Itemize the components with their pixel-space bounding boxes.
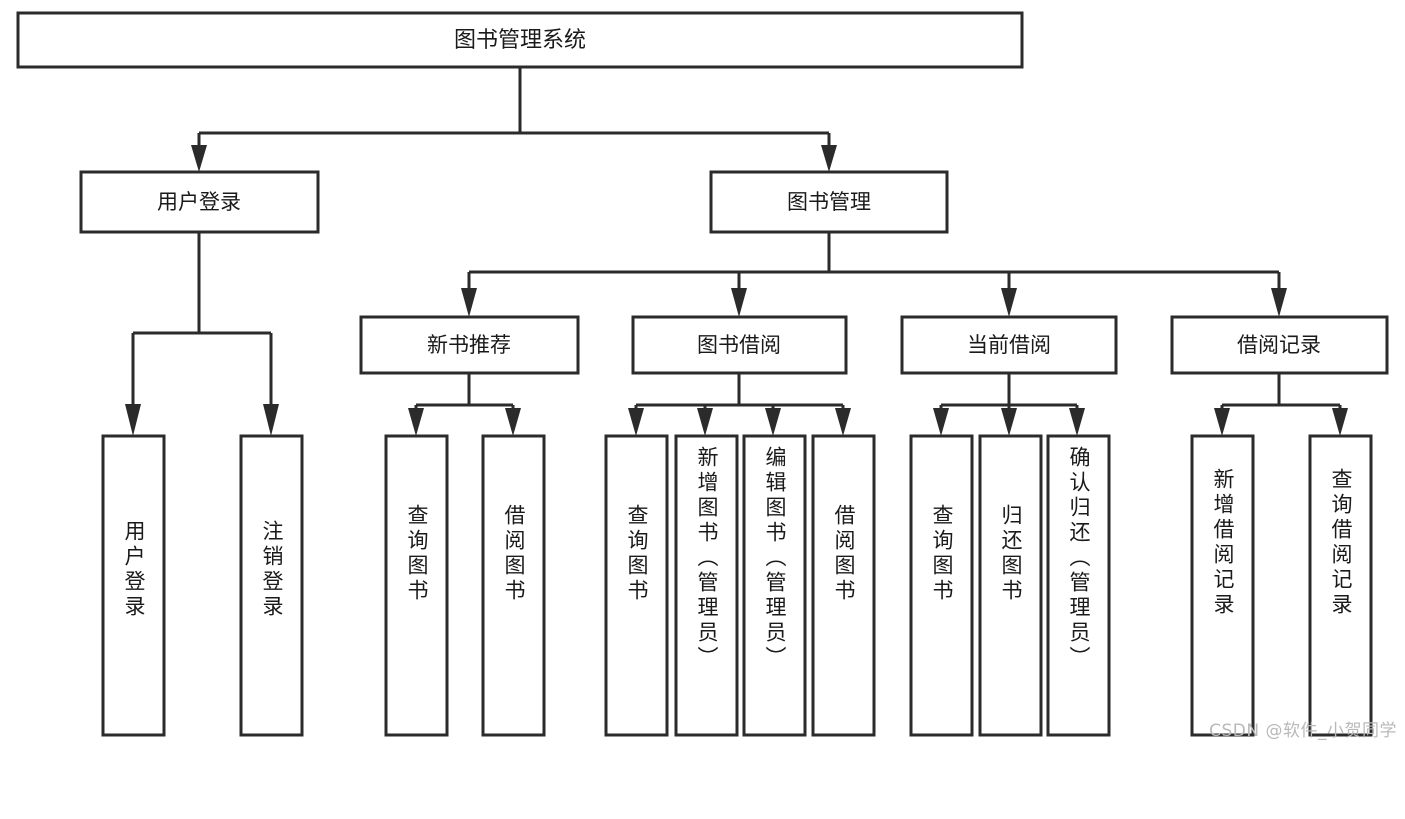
arrow-leaf-add-book bbox=[697, 408, 713, 436]
arrow-leaf-confirm-return bbox=[1069, 408, 1085, 436]
node-book-management-label: 图书管理 bbox=[787, 190, 871, 214]
leaf-query-record-box[interactable] bbox=[1308, 434, 1373, 737]
node-root-box[interactable] bbox=[16, 11, 1024, 69]
arrow-leaf-add-record bbox=[1214, 408, 1230, 436]
arrow-leaf-query-book-2 bbox=[628, 408, 644, 436]
node-book-borrow-box[interactable] bbox=[631, 315, 848, 375]
flowchart-canvas: 图书管理系统 用户登录 图书管理 新书推荐 图书借阅 当前借阅 借阅记录 bbox=[16, 11, 1397, 741]
leaf-add-record-box[interactable] bbox=[1190, 434, 1255, 737]
arrow-to-current-borrow bbox=[1001, 288, 1017, 317]
node-book-management[interactable]: 图书管理 bbox=[709, 170, 949, 234]
arrow-to-borrow-record bbox=[1271, 288, 1287, 317]
node-user-login-label: 用户登录 bbox=[157, 190, 241, 214]
leaf-return-book-box[interactable] bbox=[978, 434, 1043, 737]
node-user-login-box[interactable] bbox=[79, 170, 320, 234]
leaf-user-login-box[interactable] bbox=[101, 434, 166, 737]
arrow-leaf-borrow-book-2 bbox=[835, 408, 851, 436]
node-new-book-recommend-box[interactable] bbox=[359, 315, 580, 375]
csdn-watermark: CSDN @软件_小贺同学 bbox=[1209, 721, 1397, 741]
leaf-query-book-1-box[interactable] bbox=[384, 434, 449, 737]
arrow-leaf-user-logout bbox=[263, 404, 279, 436]
node-borrow-record-label: 借阅记录 bbox=[1237, 333, 1321, 357]
node-book-management-box[interactable] bbox=[709, 170, 949, 234]
tree-diagram-svg: 图书管理系统 用户登录 图书管理 新书推荐 图书借阅 当前借阅 借阅记录 bbox=[16, 11, 1389, 737]
node-borrow-record-box[interactable] bbox=[1170, 315, 1389, 375]
leaf-borrow-book-2-box[interactable] bbox=[811, 434, 876, 737]
leaf-add-book-box[interactable] bbox=[674, 434, 739, 737]
node-book-borrow[interactable]: 图书借阅 bbox=[631, 315, 848, 375]
node-current-borrow-box[interactable] bbox=[900, 315, 1118, 375]
leaf-query-book-2-box[interactable] bbox=[604, 434, 669, 737]
arrow-leaf-query-book-3 bbox=[933, 408, 949, 436]
node-root-label: 图书管理系统 bbox=[454, 28, 586, 53]
arrow-leaf-edit-book bbox=[765, 408, 781, 436]
connector-layer bbox=[125, 67, 1348, 436]
arrow-to-book-management bbox=[821, 145, 837, 172]
leaf-node-layer bbox=[101, 434, 1373, 737]
arrow-to-book-borrow bbox=[731, 288, 747, 317]
leaf-confirm-return-box[interactable] bbox=[1046, 434, 1111, 737]
arrow-leaf-query-book-1 bbox=[408, 408, 424, 436]
leaf-user-logout-box[interactable] bbox=[239, 434, 304, 737]
node-new-book-recommend-label: 新书推荐 bbox=[427, 333, 511, 357]
node-root[interactable]: 图书管理系统 bbox=[16, 11, 1024, 69]
arrow-leaf-user-login bbox=[125, 404, 141, 436]
node-current-borrow-label: 当前借阅 bbox=[967, 333, 1051, 357]
arrow-to-user-login bbox=[191, 145, 207, 172]
node-new-book-recommend[interactable]: 新书推荐 bbox=[359, 315, 580, 375]
arrow-leaf-borrow-book-1 bbox=[505, 408, 521, 436]
arrow-leaf-return-book bbox=[1001, 408, 1017, 436]
leaf-query-book-3-box[interactable] bbox=[909, 434, 974, 737]
arrow-leaf-query-record bbox=[1332, 408, 1348, 436]
node-borrow-record[interactable]: 借阅记录 bbox=[1170, 315, 1389, 375]
node-current-borrow[interactable]: 当前借阅 bbox=[900, 315, 1118, 375]
leaf-borrow-book-1-box[interactable] bbox=[481, 434, 546, 737]
node-book-borrow-label: 图书借阅 bbox=[697, 333, 781, 357]
node-user-login[interactable]: 用户登录 bbox=[79, 170, 320, 234]
leaf-edit-book-box[interactable] bbox=[742, 434, 807, 737]
arrow-to-new-book-recommend bbox=[461, 288, 477, 317]
